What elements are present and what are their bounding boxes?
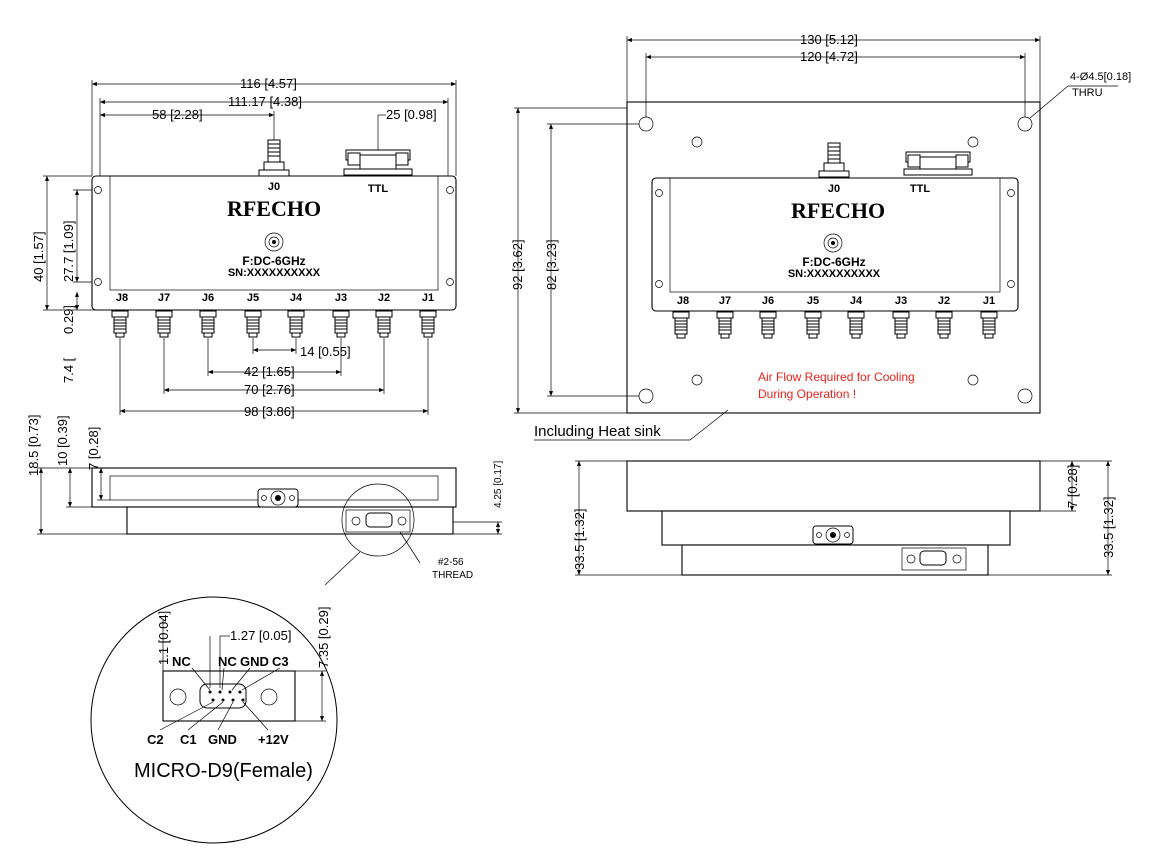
dim-111: 111.17 [4.38] [228,94,302,109]
port-label: J6 [202,292,214,304]
dim-11: 1.1 [0.04] [156,611,171,665]
dim-92: 92 [3.62] [510,239,525,290]
dim-029: 0.29] [61,305,76,334]
dim-116: 116 [4.57] [240,76,297,91]
dim-14: 14 [0.55] [300,344,351,359]
label-ttl: TTL [910,183,930,195]
port-label: J2 [378,292,390,304]
heatsink-side-view: 33.5 [1.32] 7 [0.28] 33.5 [1.32] [572,460,1116,576]
thread-label-2: THREAD [432,570,473,581]
dim-425: 4.25 [0.17] [493,461,504,508]
dim-58: 58 [2.28] [152,107,203,122]
cooling-note-2: During Operation ! [758,387,856,401]
serial-label: SN:XXXXXXXXXX [788,268,881,280]
label-ttl: TTL [368,183,388,195]
pin-label: C2 [147,732,164,747]
dim-127: 1.27 [0.05] [230,628,291,643]
sma-connectors [111,310,437,338]
holes-label: 4-Ø4.5[0.18] [1070,71,1131,83]
dim-74: 7.4 [ [61,357,76,383]
dim-120: 120 [4.72] [800,49,858,64]
dim-335-right: 33.5 [1.32] [1101,497,1116,558]
port-label: J3 [335,292,347,304]
dim-40: 40 [1.57] [31,231,46,282]
thru-label: THRU [1072,87,1103,99]
label-j0: J0 [268,181,280,193]
dim-98: 98 [3.86] [244,404,295,419]
connector-title: MICRO-D9(Female) [134,760,313,782]
freq-label: F:DC-6GHz [242,254,305,268]
pin-label: C3 [272,654,289,669]
freq-label: F:DC-6GHz [802,255,865,269]
front-view: 116 [4.57] 111.17 [4.38] 58 [2.28] 25 [0… [31,76,457,419]
port-label: J1 [422,292,434,304]
heatsink-label: Including Heat sink [534,423,661,440]
port-label: J5 [807,295,819,307]
port-label: J5 [247,292,259,304]
dim-7: 7 [0.28] [86,427,101,470]
dim-7-right: 7 [0.28] [1065,465,1080,508]
dim-130: 130 [5.12] [800,32,858,47]
pin-label: GND [240,654,269,669]
brand-logo: RFECHO [791,198,885,223]
port-label: J7 [719,295,731,307]
port-label: J6 [762,295,774,307]
port-label: J1 [983,295,995,307]
port-label: J2 [938,295,950,307]
dim-27: 27.7 [1.09] [61,221,76,282]
dim-70: 70 [2.76] [244,382,295,397]
serial-label: SN:XXXXXXXXXX [228,267,321,279]
side-view: #2-56 THREAD 18.5 [0.73] 10 [0.39] 7 [0.… [26,415,504,586]
heatsink-view: 130 [5.12] 120 [4.72] 4-Ø4.5[0.18] THRU … [510,32,1131,441]
connector-detail: 1.1 [0.04] 1.27 [0.05] 7.35 [0.29] NC NC… [90,596,338,844]
pin-label: NC [218,654,237,669]
pin-label: GND [208,732,237,747]
dim-10: 10 [0.39] [55,415,70,466]
pin-label: C1 [180,732,197,747]
pin-label: +12V [258,732,289,747]
brand-logo: RFECHO [227,196,321,221]
cooling-note-1: Air Flow Required for Cooling [758,370,915,384]
port-label: J3 [895,295,907,307]
dim-25: 25 [0.98] [386,107,437,122]
dim-82: 82 [3.23] [544,239,559,290]
pin-label: NC [172,654,191,669]
port-label: J7 [158,292,170,304]
dim-185: 18.5 [0.73] [26,415,41,476]
port-label: J8 [116,292,128,304]
dim-42: 42 [1.65] [244,364,295,379]
port-label: J4 [850,295,863,307]
dim-335-left: 33.5 [1.32] [572,509,587,570]
dim-735: 7.35 [0.29] [316,607,331,668]
label-j0: J0 [828,183,840,195]
port-label: J8 [677,295,689,307]
thread-label-1: #2-56 [438,557,464,568]
port-label: J4 [290,292,303,304]
